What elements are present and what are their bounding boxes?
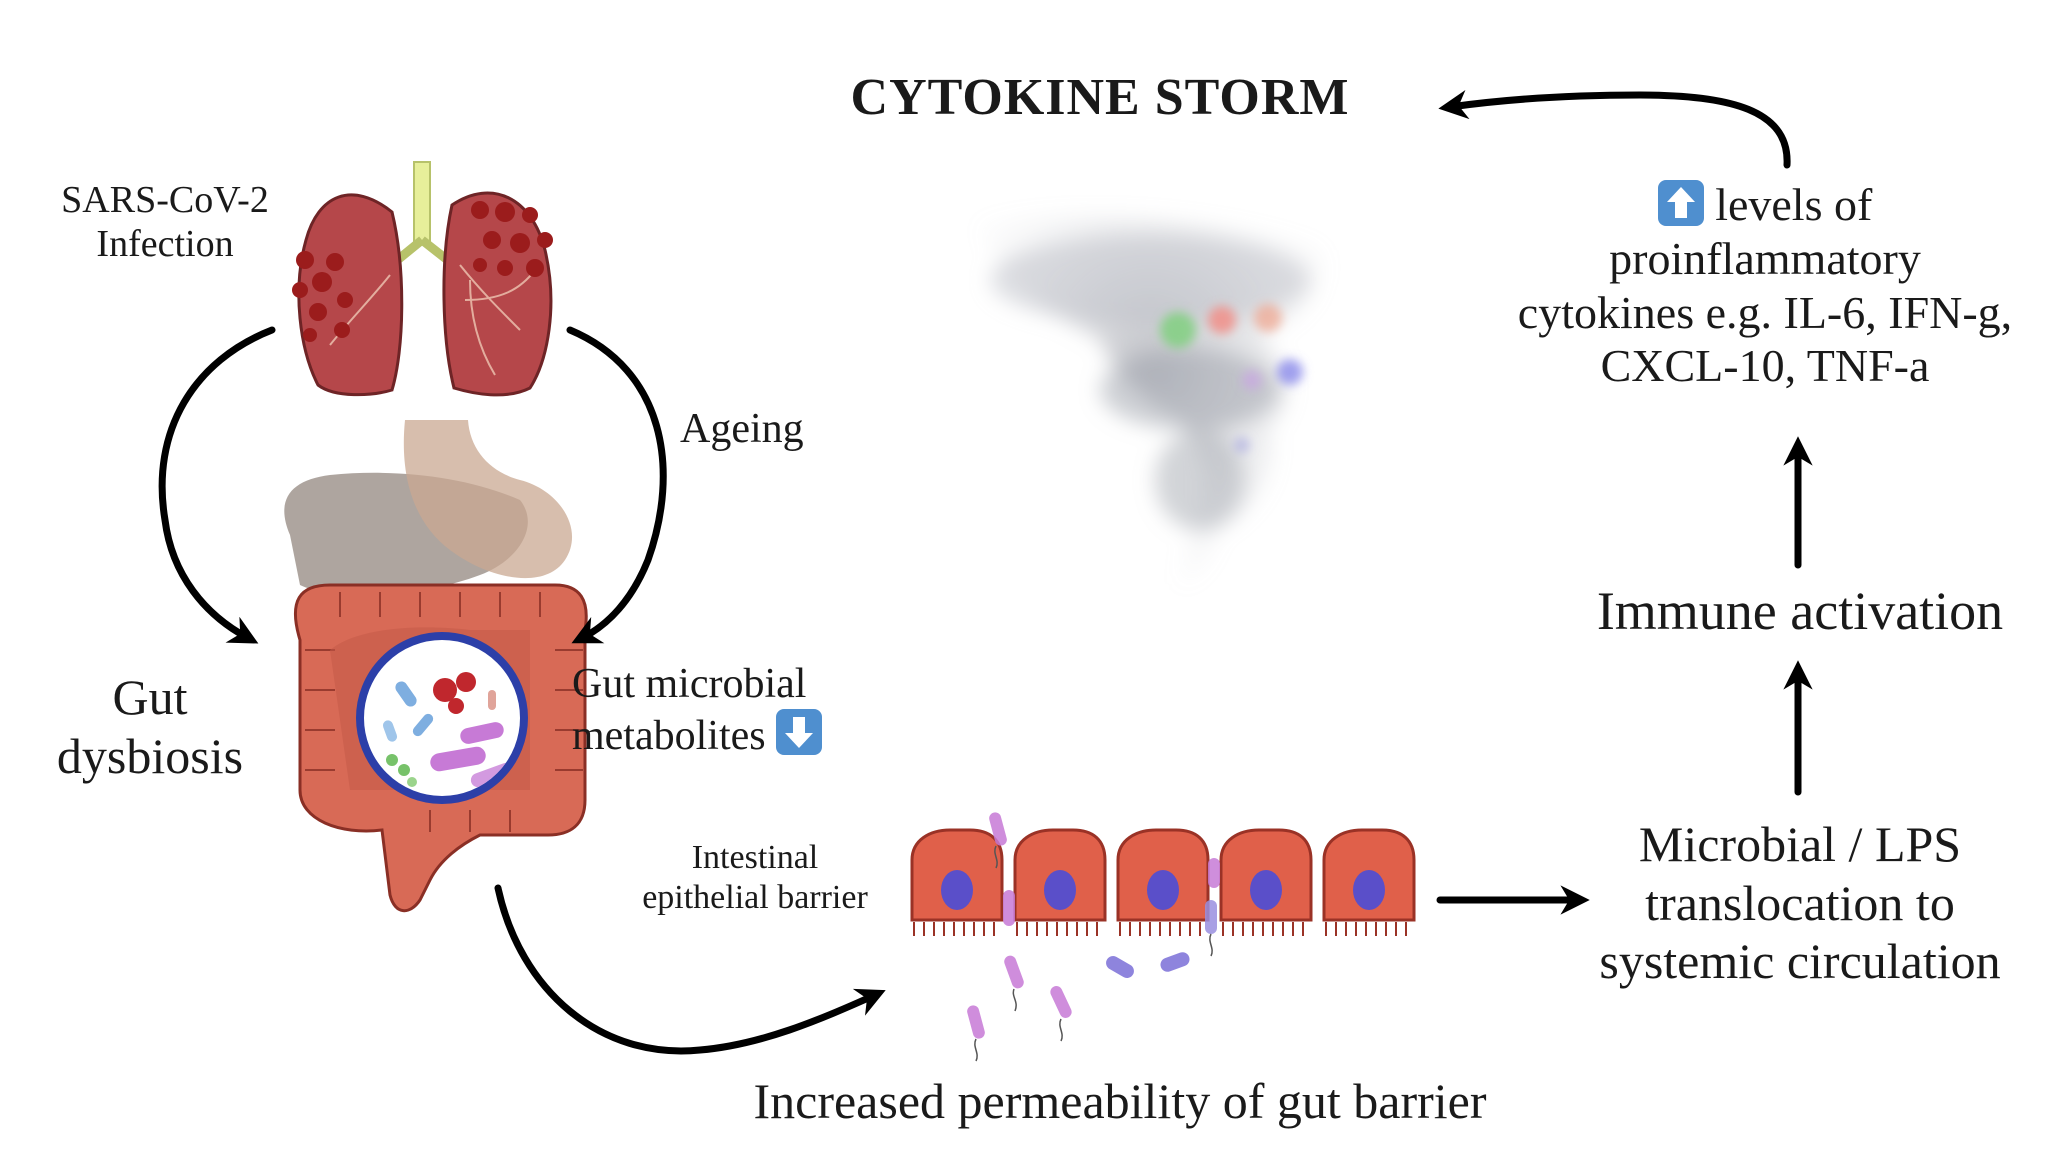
dysbiosis-label-line: dysbiosis: [56, 727, 244, 784]
barrier-label-line: epithelial barrier: [642, 878, 868, 916]
diagram-title: CYTOKINE STORM: [850, 69, 1350, 126]
arrows: [158, 89, 1813, 1055]
microbiota-magnifier: [356, 632, 528, 804]
translocation-label-line: translocation to: [1645, 874, 1955, 931]
translocation-label-line: systemic circulation: [1599, 933, 2001, 989]
cytokines-label-text: levels of: [1715, 179, 1873, 230]
epithelial-cell: [1219, 828, 1313, 936]
cytokines-label-line: levels of: [1465, 178, 2065, 232]
cytokines-label: levels of proinflammatory cytokines e.g.…: [1465, 178, 2065, 393]
epithelial-cell: [1322, 828, 1416, 936]
translocation-label: Microbial / LPS translocation to systemi…: [1560, 815, 2040, 991]
infection-label-line: Infection: [96, 223, 234, 266]
ageing-label: Ageing: [680, 406, 804, 452]
infection-label: SARS-CoV-2 Infection: [40, 178, 290, 267]
ageing-to-dysbiosis-arrow: [566, 326, 667, 644]
permeability-label: Increased permeability of gut barrier: [753, 1073, 1487, 1129]
barrier-label-line: Intestinal: [691, 839, 819, 876]
up-arrow-box-icon: [1657, 180, 1704, 226]
epithelial-cell: [1116, 828, 1210, 936]
infection-to-dysbiosis-arrow: [158, 326, 276, 644]
lungs-illustration: [292, 161, 553, 397]
cytokines-label-line: proinflammatory: [1609, 232, 1921, 284]
barrier-label: Intestinal epithelial barrier: [600, 838, 910, 918]
cytokines-label-line: CXCL-10, TNF-a: [1600, 340, 1930, 392]
epithelial-cell: [910, 828, 1004, 936]
down-arrow-box-icon: [776, 709, 823, 756]
cytokines-to-storm-arrow: [1438, 89, 1791, 169]
translocating-bacteria: [967, 812, 1220, 1062]
infection-label-line: SARS-CoV-2: [61, 179, 269, 221]
tornado-illustration: [980, 215, 1322, 585]
dysbiosis-label-line: Gut: [112, 669, 188, 725]
immune-label: Immune activation: [1596, 581, 2004, 641]
cytokines-label-line: cytokines e.g. IL-6, IFN-g,: [1517, 286, 2013, 338]
dysbiosis-label: Gut dysbiosis: [20, 668, 280, 785]
metabolites-label-line: metabolites: [572, 709, 823, 761]
translocation-label-line: Microbial / LPS: [1638, 816, 1962, 872]
metabolites-label-line: Gut microbial: [572, 661, 807, 707]
epithelial-cell: [1013, 828, 1107, 936]
cytokine-particles: [1160, 304, 1303, 453]
metabolites-label: Gut microbial metabolites: [572, 660, 823, 761]
metabolites-label-text: metabolites: [572, 713, 766, 760]
dysbiosis-to-permeability-arrow: [494, 884, 886, 1055]
epithelial-barrier: [910, 828, 1416, 936]
